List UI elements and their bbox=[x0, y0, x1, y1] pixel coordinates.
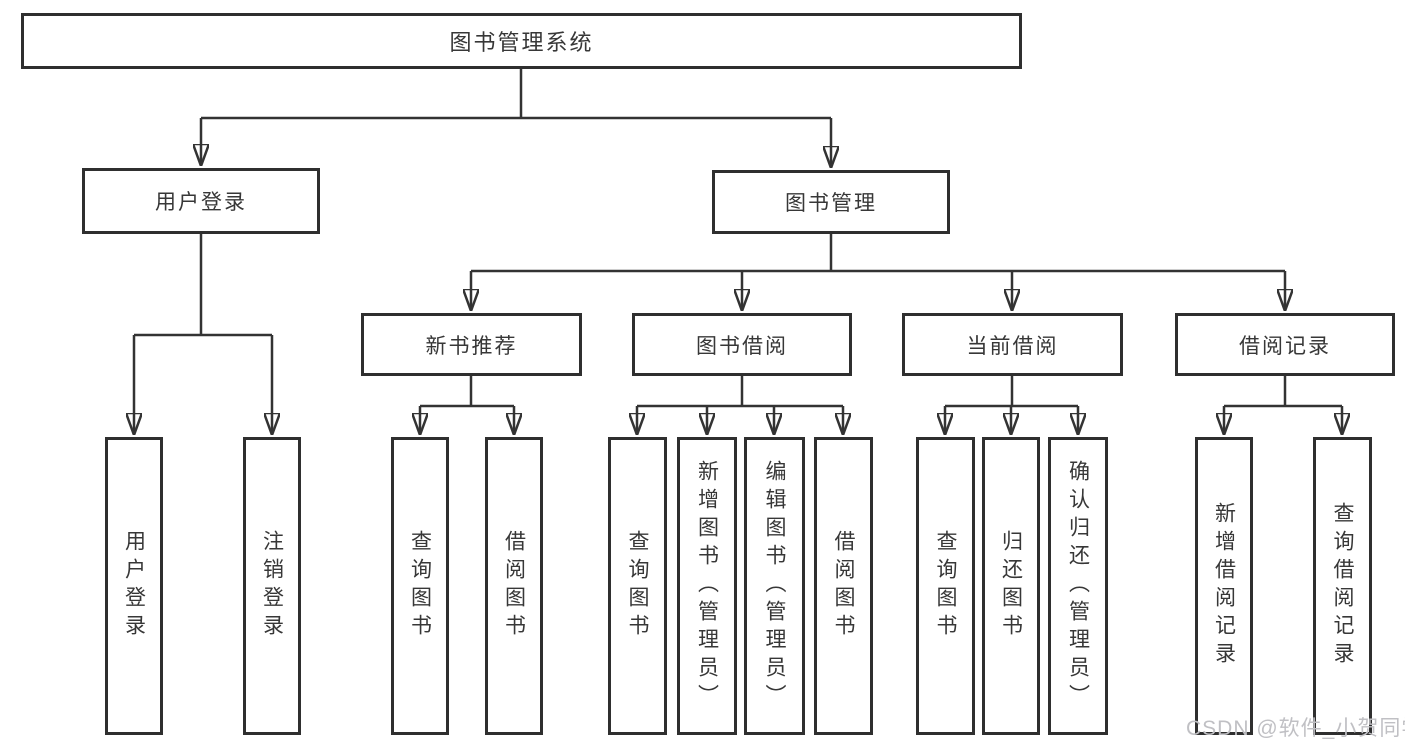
node-label: 查询借阅记录 bbox=[1331, 502, 1354, 670]
leaf-query-books-borrow: 查询图书 bbox=[608, 437, 667, 735]
leaf-add-books-admin: 新增图书（管理员） bbox=[677, 437, 737, 735]
node-book-borrowing: 图书借阅 bbox=[632, 313, 852, 376]
csdn-watermark: CSDN @软件_小贺同学 bbox=[1186, 717, 1405, 740]
node-label: 查询图书 bbox=[934, 530, 957, 642]
node-label: 编辑图书（管理员） bbox=[763, 460, 786, 712]
leaf-borrow-books-recommend: 借阅图书 bbox=[485, 437, 543, 735]
leaf-query-books-current: 查询图书 bbox=[916, 437, 975, 735]
node-label: 借阅图书 bbox=[502, 530, 526, 642]
node-label: 查询图书 bbox=[408, 530, 432, 642]
node-label: 借阅记录 bbox=[1239, 334, 1331, 358]
leaf-edit-books-admin: 编辑图书（管理员） bbox=[744, 437, 805, 735]
leaf-confirm-return-admin: 确认归还（管理员） bbox=[1048, 437, 1108, 735]
leaf-user-login: 用户登录 bbox=[105, 437, 163, 735]
node-label: 图书管理系统 bbox=[449, 30, 594, 55]
leaf-add-borrow-record: 新增借阅记录 bbox=[1195, 437, 1253, 735]
node-label: 用户登录 bbox=[122, 530, 146, 642]
leaf-borrow-books: 借阅图书 bbox=[814, 437, 873, 735]
node-user-login: 用户登录 bbox=[82, 168, 320, 234]
node-label: 借阅图书 bbox=[832, 530, 855, 642]
node-label: 确认归还（管理员） bbox=[1066, 460, 1090, 712]
node-new-book-recommendation: 新书推荐 bbox=[361, 313, 582, 376]
node-label: 图书管理 bbox=[785, 192, 877, 215]
leaf-return-books: 归还图书 bbox=[982, 437, 1040, 735]
node-label: 新增图书（管理员） bbox=[695, 460, 719, 712]
node-label: 用户登录 bbox=[155, 191, 247, 214]
node-label: 新增借阅记录 bbox=[1212, 502, 1236, 670]
node-library-management-system: 图书管理系统 bbox=[21, 13, 1022, 69]
leaf-logout-login: 注销登录 bbox=[243, 437, 301, 735]
node-book-management: 图书管理 bbox=[712, 170, 950, 234]
node-borrowing-records: 借阅记录 bbox=[1175, 313, 1395, 376]
leaf-query-borrow-record: 查询借阅记录 bbox=[1313, 437, 1372, 735]
node-label: 图书借阅 bbox=[696, 334, 788, 358]
node-label: 归还图书 bbox=[999, 530, 1023, 642]
leaf-query-books-recommend: 查询图书 bbox=[391, 437, 449, 735]
node-current-borrowing: 当前借阅 bbox=[902, 313, 1123, 376]
node-label: 新书推荐 bbox=[425, 334, 518, 358]
node-label: 查询图书 bbox=[626, 530, 649, 642]
node-label: 当前借阅 bbox=[966, 334, 1059, 358]
node-label: 注销登录 bbox=[260, 530, 284, 642]
